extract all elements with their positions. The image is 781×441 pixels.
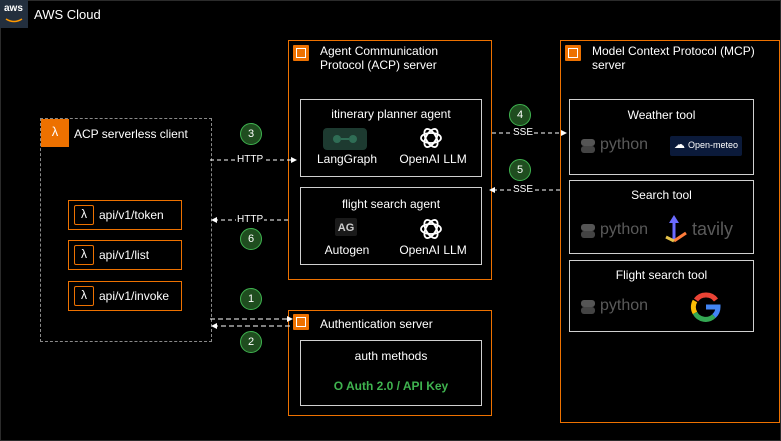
- http-label: HTTP: [236, 214, 265, 225]
- mcp-server-box: [560, 40, 780, 423]
- step-badge-3: 3: [240, 123, 262, 145]
- python-icon: [581, 224, 595, 238]
- lambda-icon: λ: [74, 286, 94, 306]
- auth-methods-title: auth methods: [354, 349, 428, 363]
- step-badge-5: 5: [509, 159, 531, 181]
- api-list-label: api/v1/list: [99, 248, 150, 262]
- open-meteo-label: Open-meteo: [688, 140, 739, 150]
- step-badge-1: 1: [240, 288, 262, 310]
- auth-methods-value: O Auth 2.0 / API Key: [333, 379, 449, 393]
- python-icon: [581, 139, 595, 153]
- api-token-box[interactable]: λ api/v1/token: [68, 200, 182, 230]
- langgraph-icon: [323, 128, 367, 150]
- cloud-icon: ☁: [674, 139, 685, 151]
- flight-agent-box: flight search agent AG Autogen OpenAI LL…: [300, 187, 482, 265]
- step-badge-6: 6: [240, 228, 262, 250]
- auth-methods-box: auth methods O Auth 2.0 / API Key: [300, 340, 482, 406]
- acp-client-box: [40, 118, 212, 342]
- python-icon: [581, 300, 595, 314]
- flight-lang-label: python: [600, 297, 649, 314]
- acp-server-title: Agent Communication Protocol (ACP) serve…: [320, 44, 439, 72]
- aws-logo-text: aws: [4, 3, 23, 14]
- weather-tool-title: Weather tool: [627, 108, 696, 122]
- search-lang-label: python: [600, 221, 649, 238]
- auth-server-box: [288, 310, 492, 416]
- server-chip-icon: [565, 45, 581, 61]
- lambda-icon: λ: [74, 205, 94, 225]
- weather-lang-label: python: [600, 136, 649, 153]
- aws-cloud-header: aws AWS Cloud: [0, 0, 101, 28]
- lambda-icon: λ: [74, 245, 94, 265]
- open-meteo-logo: ☁ Open-meteo: [670, 136, 742, 156]
- autogen-icon: AG: [335, 218, 357, 236]
- step-badge-2: 2: [240, 331, 262, 353]
- flight-tool-box: Flight search tool python: [569, 260, 754, 332]
- sse-label: SSE: [512, 184, 535, 195]
- flight-framework-label: Autogen: [324, 243, 370, 257]
- api-list-box[interactable]: λ api/v1/list: [68, 240, 182, 270]
- openai-icon: [420, 128, 442, 148]
- flight-llm-label: OpenAI LLM: [399, 243, 467, 257]
- weather-tool-box: Weather tool python ☁ Open-meteo: [569, 99, 754, 175]
- itinerary-agent-title: itinerary planner agent: [331, 107, 451, 121]
- sse-label: SSE: [512, 127, 535, 138]
- aws-cloud-title: AWS Cloud: [34, 6, 101, 22]
- itinerary-llm-label: OpenAI LLM: [399, 152, 467, 166]
- tavily-label: tavily: [692, 219, 734, 239]
- flight-agent-title: flight search agent: [341, 197, 441, 211]
- itinerary-agent-box: itinerary planner agent LangGraph OpenAI…: [300, 99, 482, 177]
- server-chip-icon: [293, 314, 309, 330]
- acp-client-title: ACP serverless client: [74, 127, 188, 141]
- lambda-icon: λ: [41, 119, 69, 147]
- aws-logo-icon: aws: [0, 0, 28, 28]
- google-icon: [690, 292, 721, 322]
- step-badge-4: 4: [509, 104, 531, 126]
- tavily-icon: [665, 215, 687, 243]
- auth-server-title: Authentication server: [320, 317, 433, 331]
- search-tool-box: Search tool python tavily: [569, 180, 754, 254]
- search-tool-title: Search tool: [631, 188, 692, 202]
- api-token-label: api/v1/token: [99, 208, 164, 222]
- flight-tool-title: Flight search tool: [615, 268, 708, 282]
- mcp-server-title: Model Context Protocol (MCP) server: [592, 44, 755, 72]
- svg-text:AG: AG: [338, 222, 355, 234]
- itinerary-framework-label: LangGraph: [316, 152, 378, 166]
- api-invoke-label: api/v1/invoke: [99, 289, 170, 303]
- openai-icon: [420, 219, 442, 239]
- api-invoke-box[interactable]: λ api/v1/invoke: [68, 281, 182, 311]
- http-label: HTTP: [236, 154, 265, 165]
- server-chip-icon: [293, 45, 309, 61]
